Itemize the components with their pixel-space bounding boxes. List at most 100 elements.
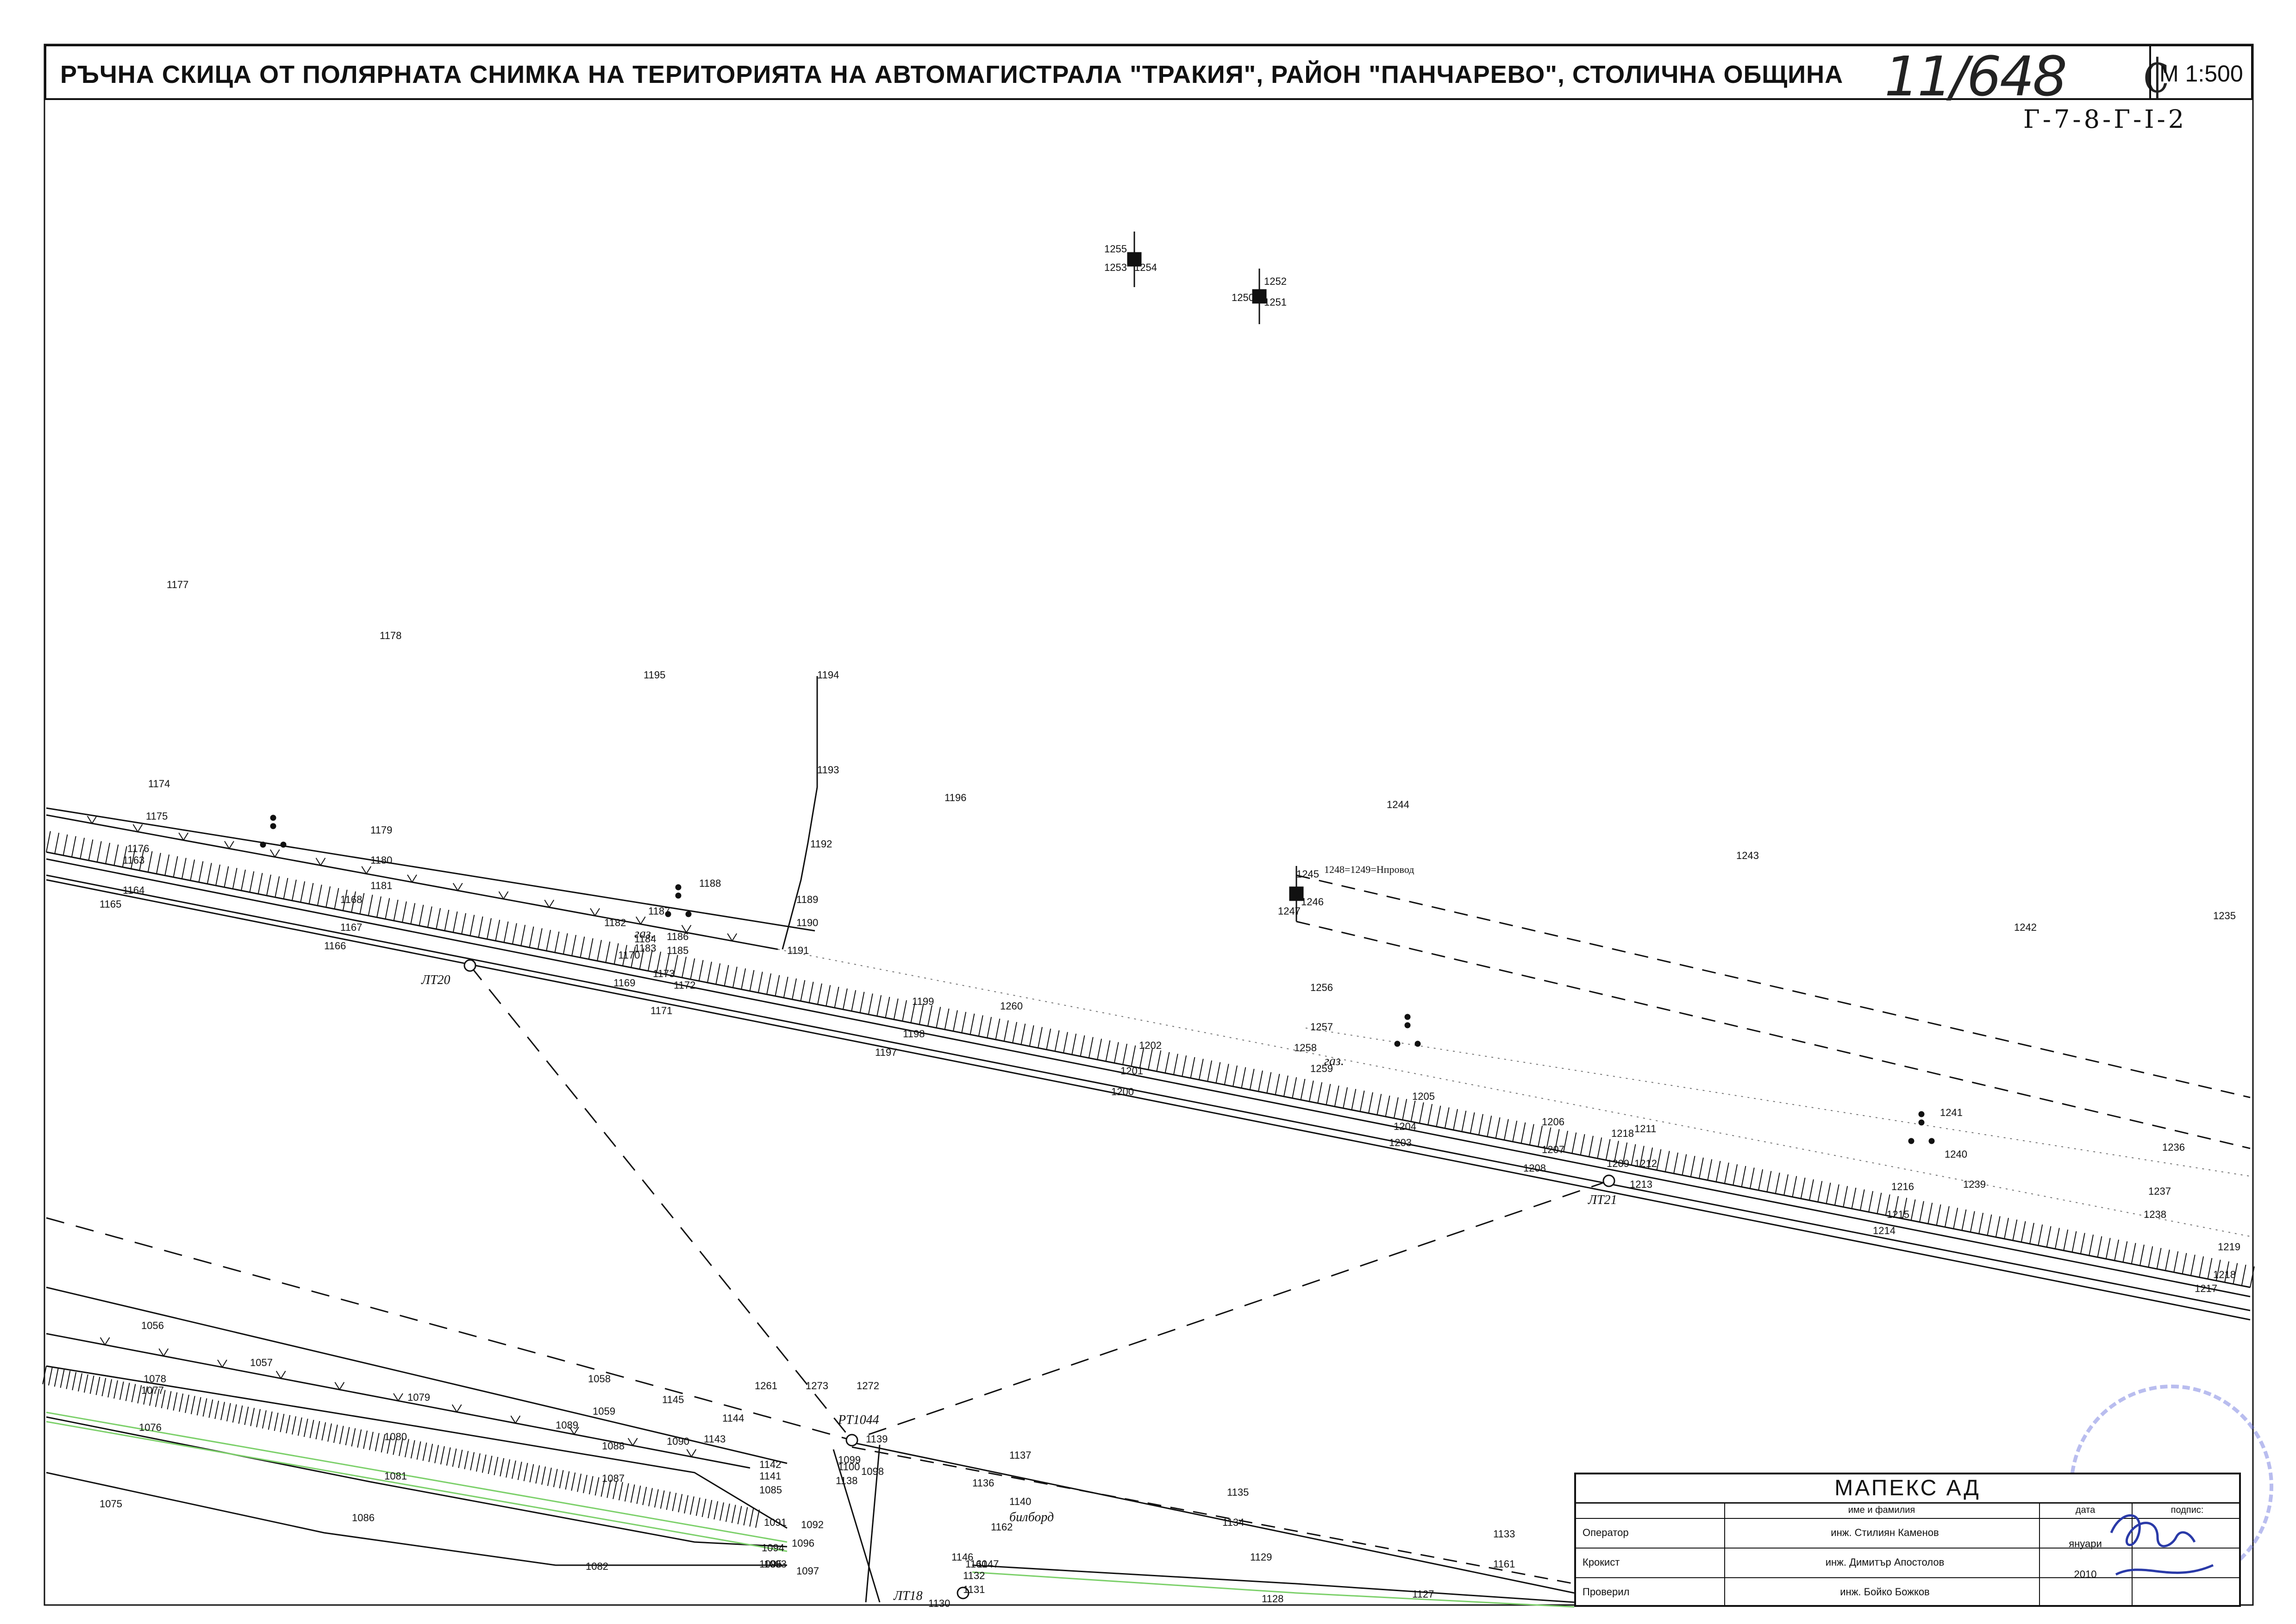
slope-hatch xyxy=(1851,1187,1857,1209)
slope-hatch xyxy=(902,1000,907,1022)
slope-hatch xyxy=(749,970,755,991)
pole-icon xyxy=(1252,289,1267,304)
slope-hatch xyxy=(1385,1095,1390,1117)
slope-hatch xyxy=(363,1430,368,1449)
slope-hatch xyxy=(385,898,390,919)
point-label: 1206 xyxy=(1542,1116,1564,1128)
slope-hatch xyxy=(2250,1266,2255,1288)
slope-hatch xyxy=(2038,1224,2043,1246)
point-label: 1093 xyxy=(764,1558,787,1570)
slope-hatch xyxy=(725,1503,730,1522)
edge-tick xyxy=(407,874,417,883)
point-label: 1141 xyxy=(759,1470,781,1482)
slope-hatch xyxy=(297,1417,302,1436)
slope-hatch xyxy=(1699,1157,1704,1179)
traverse-line xyxy=(851,1180,1609,1441)
slope-hatch xyxy=(707,961,712,983)
slope-hatch xyxy=(250,1408,255,1426)
slope-hatch xyxy=(1682,1154,1687,1175)
slope-hatch xyxy=(1427,1104,1433,1125)
traverse-point-icon xyxy=(463,959,476,972)
slope-hatch xyxy=(1834,1184,1839,1206)
point-label: 1253 xyxy=(1104,262,1127,273)
edge-tick xyxy=(158,1348,169,1357)
slope-hatch xyxy=(2182,1253,2187,1274)
slope-hatch xyxy=(1487,1116,1492,1137)
point-label: 1089 xyxy=(556,1419,578,1431)
date-year: 2010 xyxy=(2074,1568,2097,1580)
tree-symbol-icon xyxy=(1404,1014,1411,1020)
point-label: 1135 xyxy=(1227,1486,1249,1498)
slope-hatch xyxy=(1885,1194,1890,1216)
slope-hatch xyxy=(2156,1248,2162,1269)
edge-tick xyxy=(590,908,600,917)
slope-hatch xyxy=(1470,1112,1475,1134)
slope-hatch xyxy=(444,909,450,931)
slope-hatch xyxy=(495,920,500,941)
slope-hatch xyxy=(63,834,68,856)
slope-hatch xyxy=(1826,1182,1831,1204)
slope-hatch xyxy=(164,854,170,876)
slope-hatch xyxy=(523,1463,528,1481)
slope-hatch xyxy=(241,869,246,891)
point-label: 1094 xyxy=(762,1542,784,1554)
slope-hatch xyxy=(1817,1181,1823,1202)
edge-tick xyxy=(224,840,234,850)
point-label: 1162 xyxy=(991,1521,1013,1533)
slope-hatch xyxy=(613,943,619,965)
tree-symbol-icon xyxy=(675,884,682,890)
dashed-boundary xyxy=(851,1446,1575,1585)
point-label: 1272 xyxy=(857,1380,879,1392)
slope-hatch xyxy=(2165,1249,2170,1271)
slope-hatch xyxy=(2054,1228,2060,1249)
slope-hatch xyxy=(1520,1122,1526,1144)
slope-hatch xyxy=(885,997,890,1018)
slope-hatch xyxy=(664,953,670,975)
green-line xyxy=(972,1571,1575,1608)
slope-hatch xyxy=(1910,1199,1916,1221)
point-label: 1256 xyxy=(1310,982,1333,993)
edge-tick xyxy=(727,933,738,942)
point-label: 1078 xyxy=(144,1373,166,1385)
slope-hatch xyxy=(78,1373,82,1392)
slope-hatch xyxy=(48,1367,53,1386)
slope-hatch xyxy=(1114,1042,1119,1063)
tb-row-sketcher: Крокист инж. Димитър Апостолов xyxy=(1576,1548,2239,1578)
slope-hatch xyxy=(1012,1022,1017,1043)
slope-hatch xyxy=(783,977,788,998)
tree-symbol-icon xyxy=(1918,1111,1925,1117)
slope-hatch xyxy=(325,886,331,908)
slope-hatch xyxy=(1139,1047,1145,1068)
edge-tick xyxy=(627,1438,638,1447)
slope-hatch xyxy=(944,1008,950,1030)
slope-hatch xyxy=(149,1387,154,1406)
signature-header: подпис: xyxy=(2171,1505,2204,1515)
slope-hatch xyxy=(2215,1260,2221,1281)
slope-hatch xyxy=(1148,1048,1153,1070)
point-label: 1185 xyxy=(667,945,688,956)
slope-hatch xyxy=(660,1490,665,1509)
point-label: 1059 xyxy=(593,1405,615,1417)
point-label: 1092 xyxy=(801,1519,824,1530)
traverse-line xyxy=(469,965,853,1441)
slope-hatch xyxy=(1224,1064,1229,1085)
point-label: 1166 xyxy=(324,940,346,952)
point-label: 1246 xyxy=(1301,896,1324,908)
point-label: 1216 xyxy=(1891,1181,1914,1192)
slope-hatch xyxy=(517,1461,522,1480)
point-label: 1237 xyxy=(2148,1185,2171,1197)
slope-hatch xyxy=(155,1388,160,1407)
point-label: 1127 xyxy=(1412,1588,1434,1600)
point-label: 1247 xyxy=(1278,905,1301,917)
slope-hatch xyxy=(469,915,475,936)
slope-hatch xyxy=(594,1477,600,1496)
slope-hatch xyxy=(1088,1037,1094,1058)
slope-hatch xyxy=(1775,1173,1780,1194)
slope-hatch xyxy=(2199,1256,2204,1278)
point-label: 1240 xyxy=(1945,1148,1967,1160)
slope-hatch xyxy=(2021,1221,2026,1242)
slope-hatch xyxy=(470,1452,475,1471)
slope-hatch xyxy=(1410,1100,1416,1122)
tree-symbol-icon xyxy=(270,823,276,829)
slope-hatch xyxy=(244,1406,249,1425)
